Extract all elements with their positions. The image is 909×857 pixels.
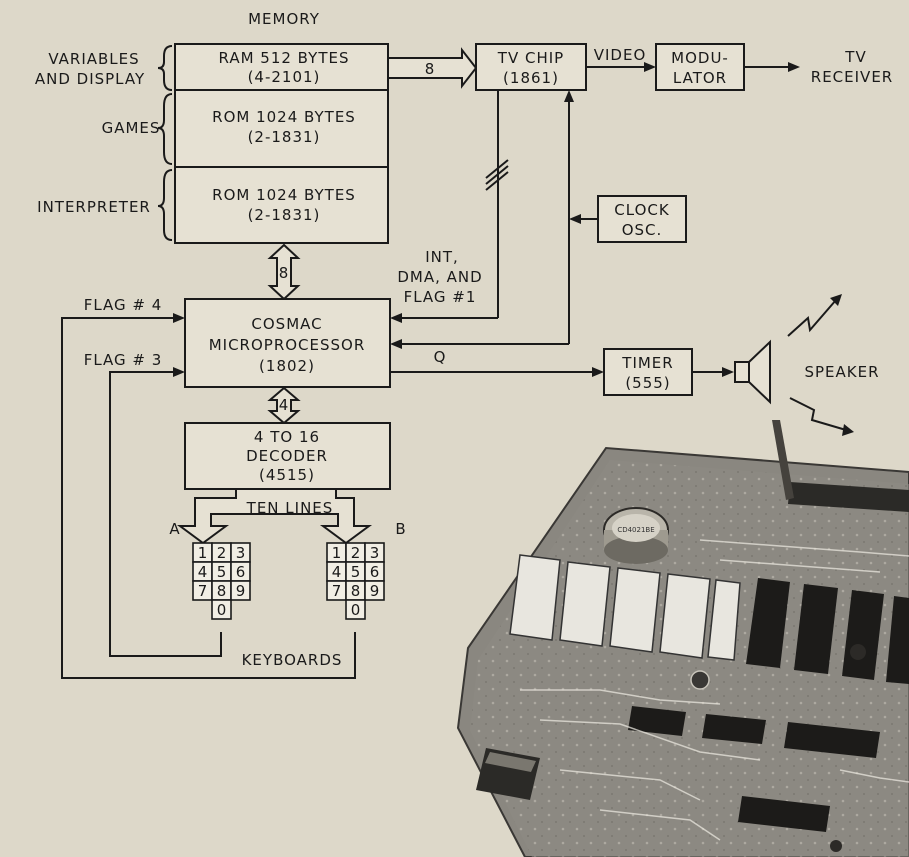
bus-cpu-decoder-width: 4 [279,396,290,414]
rom-games-label: ROM 1024 BYTES [212,108,356,126]
ram-block: RAM 512 BYTES (4-2101) [175,44,388,90]
int-label-line2: DMA, AND [397,268,482,286]
keypad-b-key-label: 5 [351,563,361,581]
variables-label: VARIABLES [48,50,139,68]
keypad-a-label: A [169,520,180,538]
brace-games [158,94,172,164]
memory-header: MEMORY [248,10,320,28]
chip-marking: CD4021BE [617,526,654,534]
video-label: VIDEO [594,46,647,64]
bus-ram-tv-width: 8 [425,60,436,78]
rom-interpreter-label: ROM 1024 BYTES [212,186,356,204]
flag4-label: FLAG # 4 [84,296,163,314]
keypad-a-key-label: 8 [217,582,227,600]
tv-receiver-line1: TV [844,48,866,66]
rom-games-part: (2-1831) [248,128,321,146]
keypad-b-key-label: 0 [351,601,361,619]
bus-mem-cpu: 8 [270,245,298,299]
speaker-label: SPEAKER [804,363,879,381]
keyboards-label: KEYBOARDS [242,651,343,669]
timer-line1: TIMER [621,354,673,372]
tv-chip-block: TV CHIP (1861) [476,44,586,90]
cpu-line3: (1802) [259,357,315,375]
keypad-a-key-label: 9 [236,582,246,600]
timer-block: TIMER (555) [604,349,692,395]
clock-line1: CLOCK [614,201,670,219]
modulator-line2: LATOR [673,69,727,87]
keypad-b-key-label: 2 [351,544,361,562]
ram-part: (4-2101) [248,68,321,86]
modulator-block: MODU- LATOR [656,44,744,90]
clock-osc-block: CLOCK OSC. [598,196,686,242]
keypad-b-key-label: 4 [332,563,342,581]
decoder-line1: 4 TO 16 [254,428,320,446]
brace-interpreter [158,170,172,240]
can-component: CD4021BE [604,508,668,564]
keypad-b-key-label: 8 [351,582,361,600]
rom-interpreter-block: ROM 1024 BYTES (2-1831) [175,167,388,243]
brace-variables [158,46,172,90]
and-display-label: AND DISPLAY [35,70,145,88]
rom-interpreter-part: (2-1831) [248,206,321,224]
keypad-a-key-label: 7 [198,582,208,600]
bus-ram-tv: 8 [388,50,476,86]
keypad-a-key-label: 6 [236,563,246,581]
decoder-line3: (4515) [259,466,315,484]
clock-line2: OSC. [622,221,663,239]
timer-line2: (555) [625,374,670,392]
keypad-a-key-label: 3 [236,544,246,562]
modulator-line1: MODU- [671,49,729,67]
keypad-b-key-label: 9 [370,582,380,600]
interpreter-label: INTERPRETER [37,198,151,216]
ten-lines-label: TEN LINES [246,499,334,517]
bus-cpu-decoder: 4 [270,388,298,423]
flag3-label: FLAG # 3 [84,351,163,369]
keypad-a-key-label: 0 [217,601,227,619]
cpu-line1: COSMAC [251,315,322,333]
keypad-b-label: B [395,520,406,538]
keypad-a-key-label: 5 [217,563,227,581]
clock-lines [390,90,598,349]
keypad-a-key-label: 4 [198,563,208,581]
int-label-line3: FLAG #1 [404,288,477,306]
bus-mem-cpu-width: 8 [279,264,290,282]
keypad-a-key-label: 2 [217,544,227,562]
int-label-line1: INT, [425,248,459,266]
rom-games-block: ROM 1024 BYTES (2-1831) [175,90,388,167]
q-label: Q [434,348,447,366]
circuit-board-photo: CD4021BE [458,420,909,857]
keypad-b-key-label: 1 [332,544,342,562]
keypad-b-key-label: 6 [370,563,380,581]
decoder-block: 4 TO 16 DECODER (4515) [185,423,390,489]
ram-label: RAM 512 BYTES [219,49,350,67]
cpu-line2: MICROPROCESSOR [209,336,366,354]
keypad-b-key-label: 7 [332,582,342,600]
decoder-line2: DECODER [246,447,328,465]
tv-receiver-line2: RECEIVER [811,68,893,86]
cpu-block: COSMAC MICROPROCESSOR (1802) [185,299,390,387]
keypad-b-key-label: 3 [370,544,380,562]
games-label: GAMES [102,119,161,137]
tv-chip-label: TV CHIP [497,49,564,67]
keypad-a-key-label: 1 [198,544,208,562]
tv-chip-part: (1861) [503,69,559,87]
